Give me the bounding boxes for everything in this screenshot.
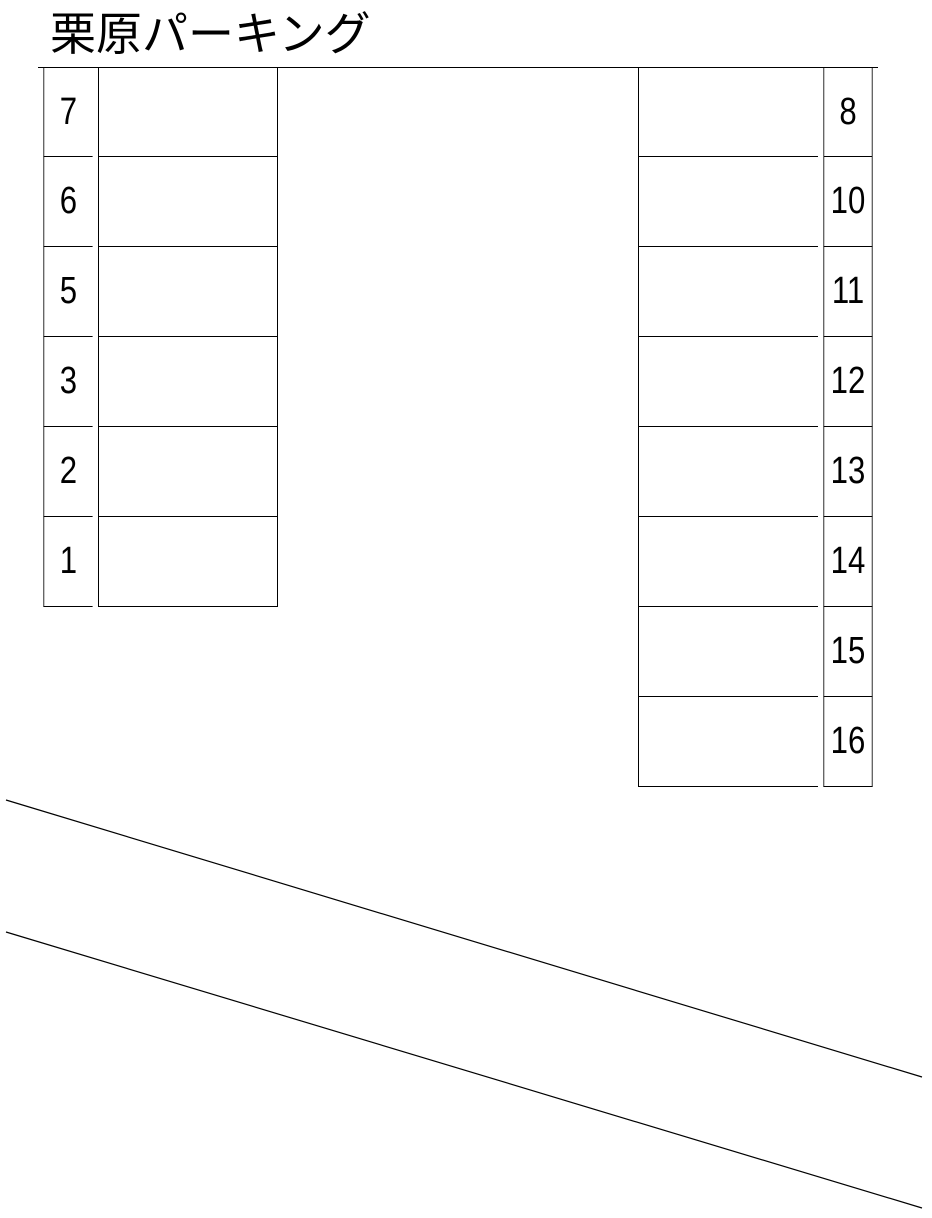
space-number: 14 [830,540,866,582]
space-number-cell: 11 [823,247,873,337]
space-number-cell: 1 [43,517,93,607]
space-number-cell: 5 [43,247,93,337]
road-edge-upper [5,799,923,1078]
parking-space[interactable] [98,427,278,517]
space-number: 3 [59,360,78,402]
space-number-cell: 13 [823,427,873,517]
space-number: 7 [59,90,78,133]
parking-space-row: 15 [638,607,878,697]
space-number: 8 [839,90,857,133]
space-number-cell: 10 [823,157,873,247]
parking-space-row: 2 [38,427,278,517]
parking-space-row: 14 [638,517,878,607]
parking-space-row: 12 [638,337,878,427]
space-number-cell: 7 [43,67,93,157]
left-parking-column: 7 6 5 3 2 1 [38,67,278,607]
parking-space[interactable] [638,427,818,517]
space-number: 5 [59,270,78,312]
parking-space-row: 1 [38,517,278,607]
parking-space-row: 10 [638,157,878,247]
space-number: 6 [59,180,78,222]
parking-space[interactable] [638,517,818,607]
page-title: 栗原パーキング [50,7,371,61]
space-number-cell: 16 [823,697,873,787]
space-number-cell: 8 [823,67,873,157]
parking-space[interactable] [98,337,278,427]
space-number-cell: 2 [43,427,93,517]
lot-top-boundary [38,67,878,68]
parking-space[interactable] [98,517,278,607]
parking-space[interactable] [98,247,278,337]
space-number-cell: 15 [823,607,873,697]
space-number: 10 [830,180,866,222]
space-number-cell: 14 [823,517,873,607]
parking-space[interactable] [638,67,818,157]
parking-space-row: 7 [38,67,278,157]
road-edge-lower [5,931,923,1209]
parking-space[interactable] [638,697,818,787]
space-number-cell: 3 [43,337,93,427]
space-number: 1 [59,540,78,582]
space-number: 13 [830,450,866,492]
space-number: 2 [59,450,78,492]
parking-space[interactable] [638,337,818,427]
space-number-cell: 6 [43,157,93,247]
parking-space[interactable] [98,157,278,247]
space-number: 12 [830,360,866,402]
parking-space[interactable] [638,607,818,697]
parking-space[interactable] [98,67,278,157]
parking-space-row: 16 [638,697,878,787]
space-number: 11 [831,270,865,312]
parking-space-row: 6 [38,157,278,247]
space-number: 15 [830,630,866,672]
parking-space-row: 13 [638,427,878,517]
right-parking-column: 8 10 11 12 13 14 15 16 [638,67,878,787]
parking-space[interactable] [638,247,818,337]
space-number-cell: 12 [823,337,873,427]
parking-space-row: 5 [38,247,278,337]
parking-space-row: 11 [638,247,878,337]
parking-space[interactable] [638,157,818,247]
parking-space-row: 3 [38,337,278,427]
space-number: 16 [830,720,866,762]
parking-space-row: 8 [638,67,878,157]
